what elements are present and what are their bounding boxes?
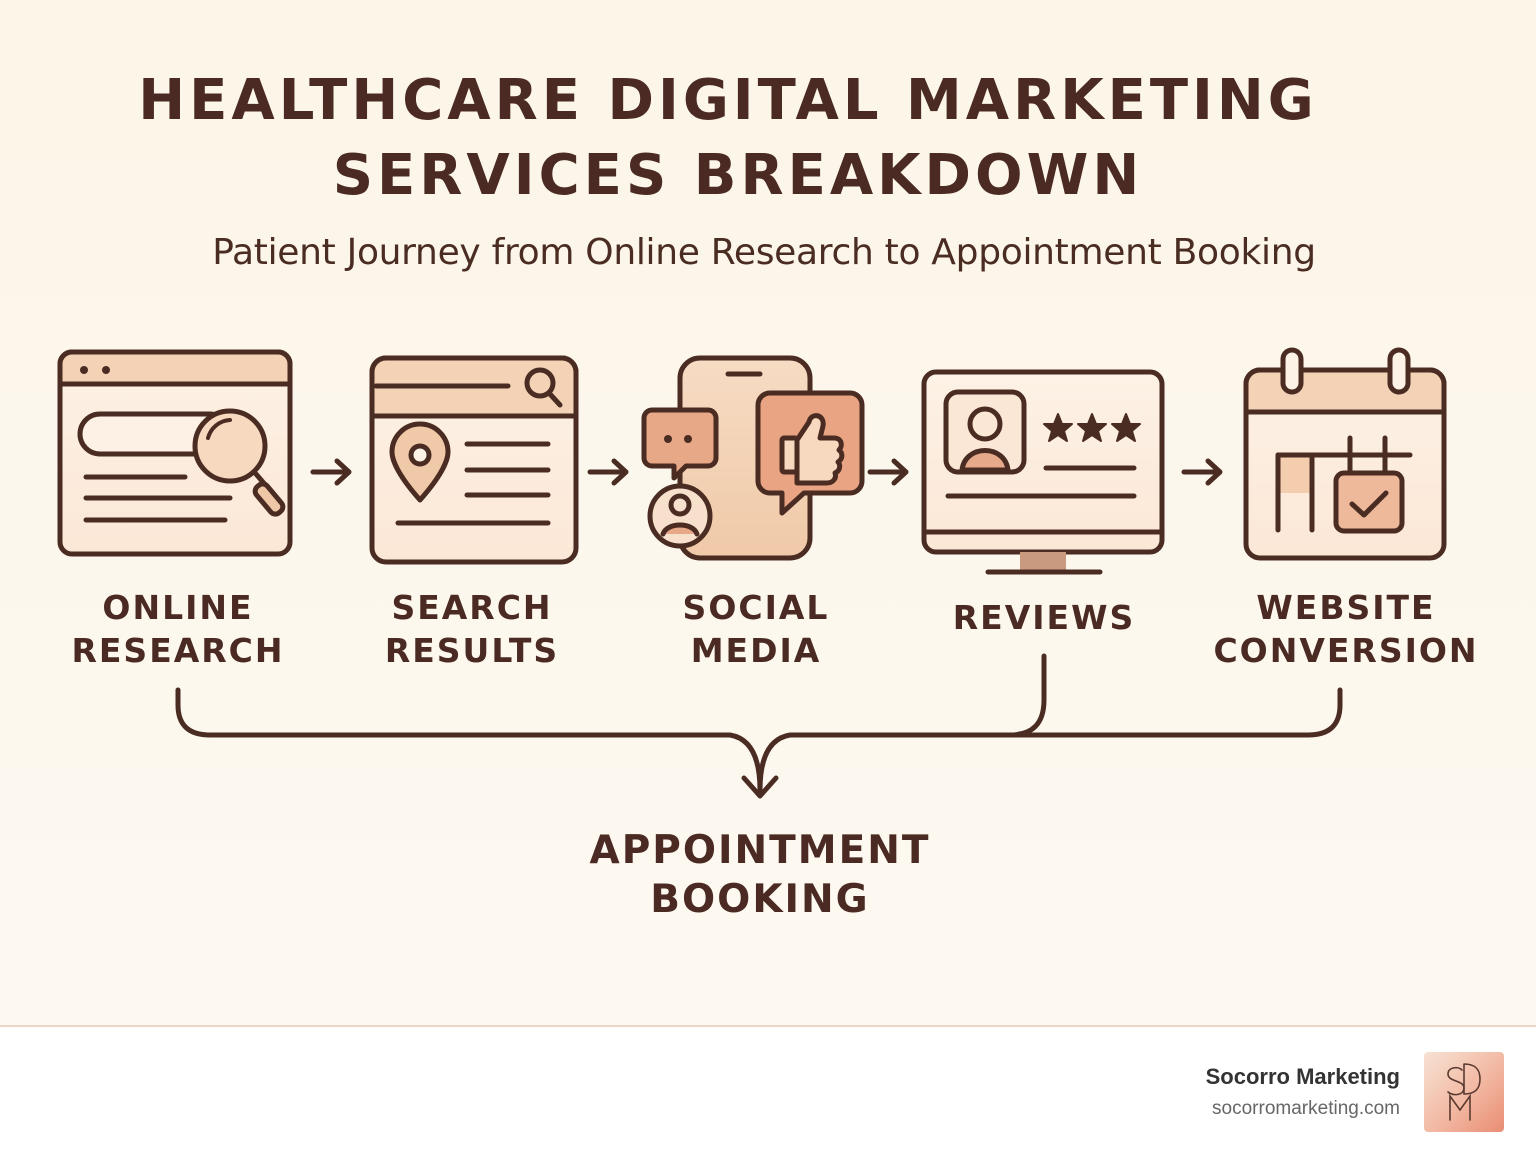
- calendar-booking-icon: [1243, 347, 1447, 561]
- sm-monogram-logo[interactable]: [1424, 1052, 1504, 1132]
- step-label-reviews: REVIEWS: [952, 598, 1136, 637]
- journey-diagram: [57, 347, 1447, 799]
- footer-bar: [0, 1025, 1536, 1156]
- converging-bracket: [175, 653, 1343, 799]
- browser-search-icon: [57, 349, 293, 557]
- title-line-2: SERVICES BREAKDOWN: [332, 143, 1144, 208]
- reviews-monitor-icon: [921, 369, 1165, 575]
- brand-name[interactable]: Socorro Marketing: [1205, 1064, 1400, 1089]
- search-results-location-icon: [369, 355, 579, 565]
- title-line-1: HEALTHCARE DIGITAL MARKETING: [138, 68, 1318, 133]
- subtitle: Patient Journey from Online Research to …: [212, 232, 1316, 273]
- social-media-phone-icon: [641, 355, 865, 561]
- brand-url-link[interactable]: socorromarketing.com: [1212, 1098, 1400, 1119]
- down-arrow-icon: [741, 775, 779, 799]
